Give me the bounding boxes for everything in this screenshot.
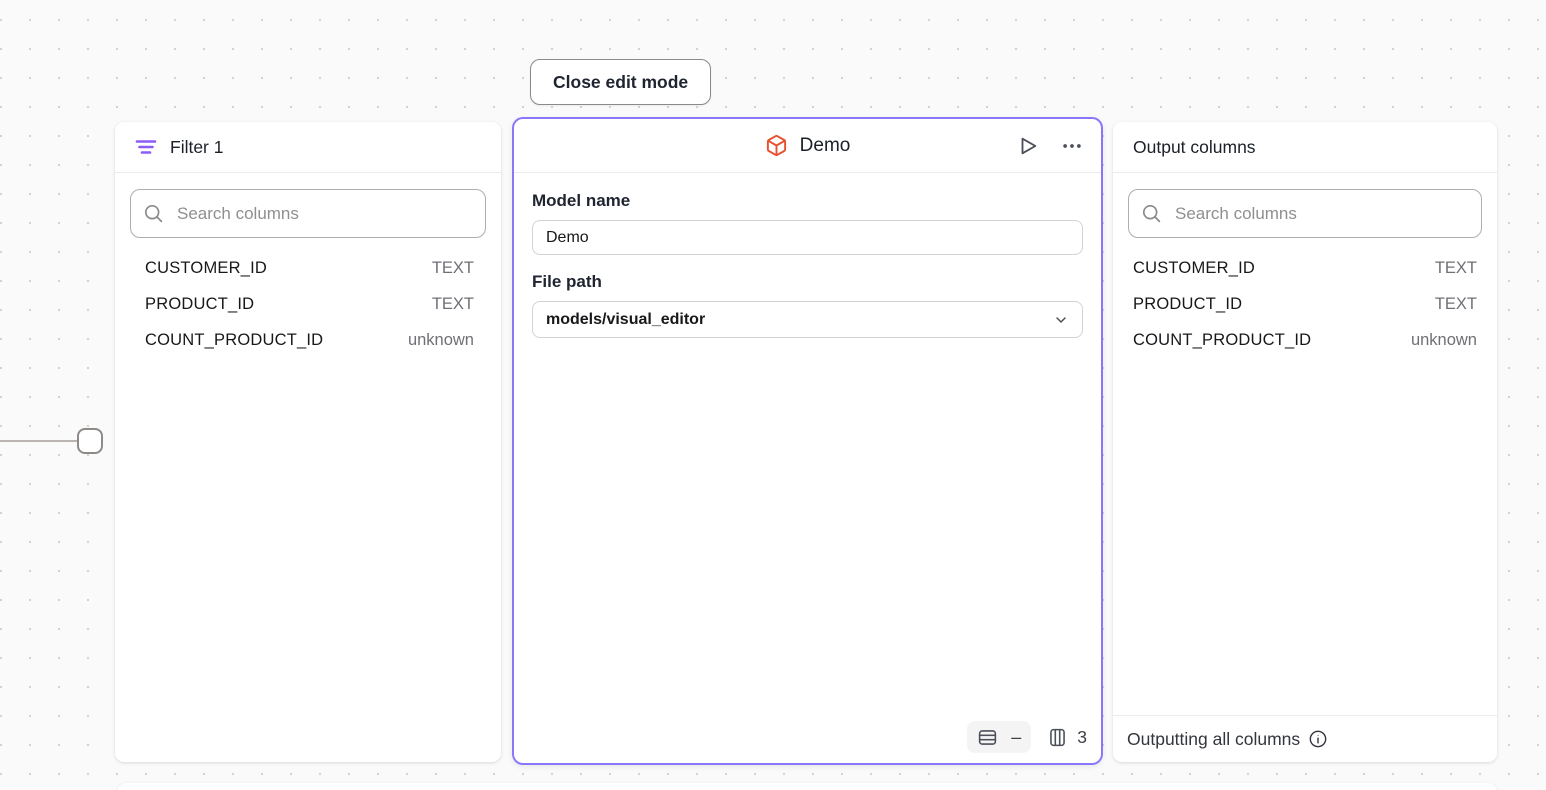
close-edit-mode-button[interactable]: Close edit mode [530, 59, 712, 105]
model-name-label: Model name [532, 191, 631, 210]
search-icon [1142, 204, 1161, 223]
column-name: COUNT_PRODUCT_ID [1133, 330, 1312, 349]
output-columns-panel: Output columns CUSTOMER_ID TEXT PRODUCT_… [1113, 122, 1497, 762]
column-row[interactable]: COUNT_PRODUCT_ID unknown [115, 322, 501, 358]
column-count-value: 3 [1077, 726, 1087, 747]
file-path-label: File path [532, 272, 602, 291]
output-search-box[interactable] [1128, 189, 1482, 238]
column-name: PRODUCT_ID [145, 294, 255, 313]
model-node-panel-selected: Demo Model name File path models/vis [512, 117, 1103, 765]
output-panel-header: Output columns [1113, 122, 1497, 173]
filter-search-box[interactable] [130, 189, 486, 238]
column-row[interactable]: PRODUCT_ID TEXT [1113, 286, 1497, 322]
column-type: TEXT [431, 258, 474, 277]
column-type: TEXT [1434, 294, 1477, 313]
filter-search-input[interactable] [175, 202, 472, 225]
filter-panel-title: Filter 1 [170, 136, 224, 157]
model-footer-stats: – 3 [967, 721, 1087, 753]
model-panel-title: Demo [799, 134, 851, 156]
output-column-list: CUSTOMER_ID TEXT PRODUCT_ID TEXT COUNT_P… [1113, 248, 1497, 358]
column-name: CUSTOMER_ID [145, 258, 267, 277]
model-panel-header: Demo [514, 119, 1101, 173]
column-row[interactable]: PRODUCT_ID TEXT [115, 286, 501, 322]
table-rows-icon [977, 727, 998, 748]
column-row[interactable]: CUSTOMER_ID TEXT [115, 250, 501, 286]
output-panel-title: Output columns [1133, 136, 1256, 157]
filter-icon [135, 138, 157, 156]
output-footer-label: Outputting all columns [1127, 728, 1301, 749]
column-type: TEXT [1434, 258, 1477, 277]
filter-panel-header: Filter 1 [115, 122, 501, 173]
table-columns-icon [1047, 727, 1068, 748]
column-type: TEXT [431, 294, 474, 313]
edge-connection-handle[interactable] [77, 428, 103, 454]
row-count-value: – [1011, 727, 1022, 747]
column-row[interactable]: CUSTOMER_ID TEXT [1113, 250, 1497, 286]
model-name-input[interactable] [532, 220, 1083, 255]
output-footer: Outputting all columns [1113, 715, 1497, 762]
bottom-partial-node[interactable] [117, 783, 1497, 790]
more-options-button[interactable] [1059, 133, 1085, 159]
info-icon[interactable] [1308, 729, 1328, 749]
column-name: CUSTOMER_ID [1133, 258, 1255, 277]
run-model-button[interactable] [1015, 133, 1041, 159]
row-count-toggle[interactable]: – [967, 721, 1032, 753]
chevron-down-icon [1053, 312, 1069, 328]
column-name: PRODUCT_ID [1133, 294, 1243, 313]
filter-node-panel: Filter 1 CUSTOMER_ID TEXT PRODUCT_ID TEX… [115, 122, 501, 762]
search-icon [144, 204, 163, 223]
file-path-select[interactable]: models/visual_editor [532, 301, 1083, 338]
filter-column-list: CUSTOMER_ID TEXT PRODUCT_ID TEXT COUNT_P… [115, 248, 501, 358]
column-type: unknown [407, 330, 474, 349]
column-type: unknown [1410, 330, 1477, 349]
output-search-input[interactable] [1173, 202, 1468, 225]
model-panel-body: Model name File path models/visual_edito… [514, 173, 1101, 354]
model-cube-icon [765, 134, 788, 157]
column-count-indicator[interactable]: 3 [1047, 727, 1087, 748]
column-name: COUNT_PRODUCT_ID [145, 330, 324, 349]
incoming-edge-line [0, 440, 79, 442]
file-path-value: models/visual_editor [546, 310, 706, 328]
column-row[interactable]: COUNT_PRODUCT_ID unknown [1113, 322, 1497, 358]
